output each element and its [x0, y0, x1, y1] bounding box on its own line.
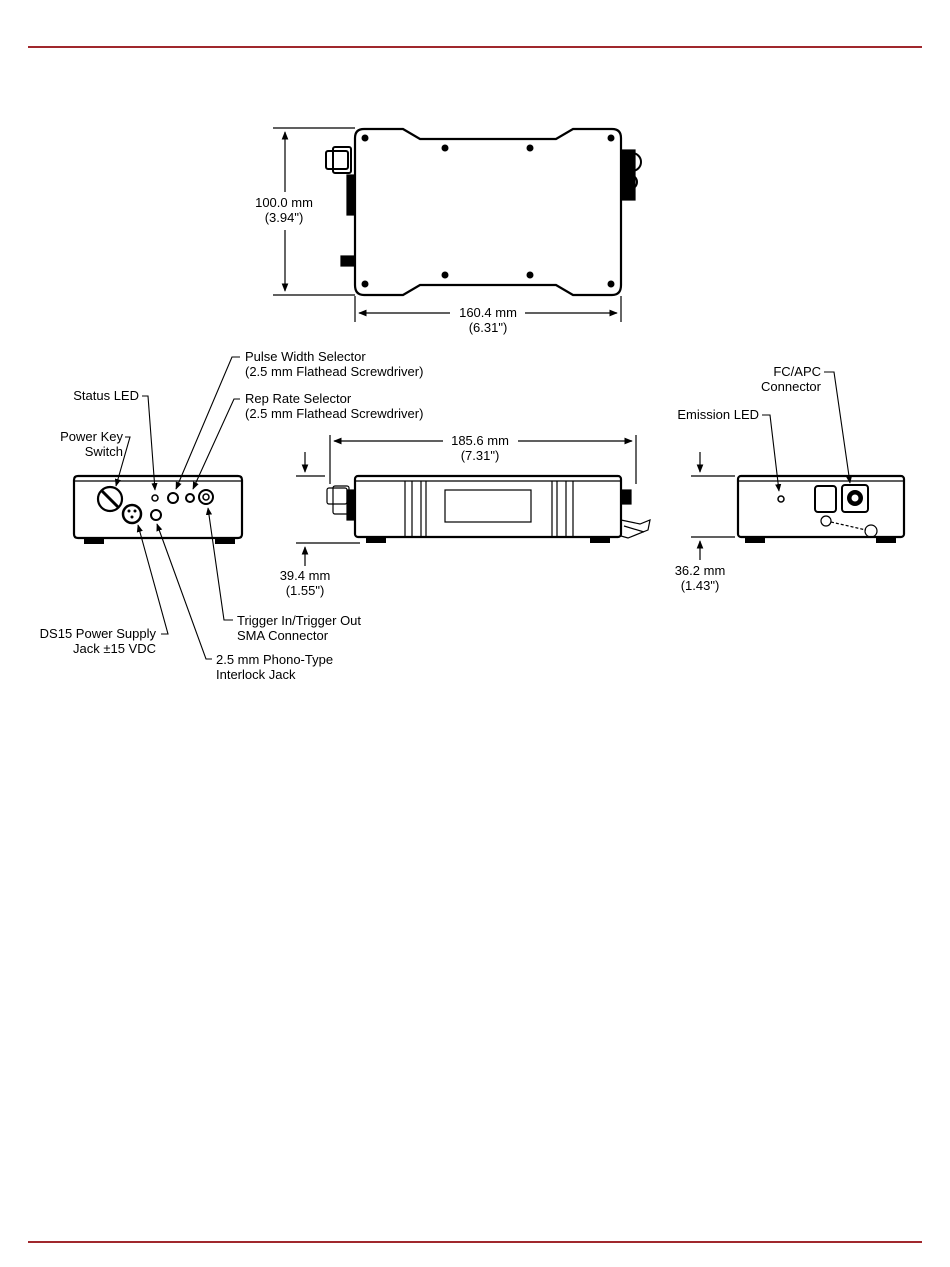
- side-view: 185.6 mm (7.31") 39.4 mm (1.55"): [280, 433, 651, 598]
- front-foot-left: [84, 538, 104, 544]
- rear-blank-plate: [814, 485, 837, 513]
- top-view: 100.0 mm (3.94") 160.4 mm (6.31"): [255, 127, 642, 335]
- front-view-housing: [72, 474, 244, 540]
- rep-rate-label-1: Rep Rate Selector: [245, 391, 352, 406]
- side-length-in: (7.31"): [461, 448, 500, 463]
- top-view-housing: [353, 127, 623, 297]
- top-width-in: (6.31"): [469, 320, 508, 335]
- side-view-housing: [353, 474, 623, 539]
- side-view-key: [326, 485, 356, 521]
- side-view-connector: [620, 489, 651, 539]
- side-height-in: (1.55"): [286, 583, 325, 598]
- power-key-label-2: Switch: [85, 444, 123, 459]
- header-rule: [28, 46, 922, 48]
- top-height-in: (3.94"): [265, 210, 304, 225]
- phono-label-2: Interlock Jack: [216, 667, 296, 682]
- power-key-switch-graphic: [96, 485, 124, 513]
- side-height-mm: 39.4 mm: [280, 568, 331, 583]
- sma-connector-graphic: [198, 489, 214, 505]
- rear-height-in: (1.43"): [681, 578, 720, 593]
- ds15-label-1: DS15 Power Supply: [40, 626, 157, 641]
- side-foot-right: [590, 537, 610, 543]
- front-view: Pulse Width Selector (2.5 mm Flathead Sc…: [40, 349, 424, 682]
- emission-led-graphic: [777, 495, 785, 503]
- side-view-ribs: [404, 481, 574, 537]
- status-led-graphic: [151, 494, 159, 502]
- side-foot-left: [366, 537, 386, 543]
- side-length-mm: 185.6 mm: [451, 433, 509, 448]
- rear-foot-left: [745, 537, 765, 543]
- ds15-jack-graphic: [121, 503, 143, 525]
- emission-led-label: Emission LED: [677, 407, 759, 422]
- fc-apc-label-1: FC/APC: [773, 364, 821, 379]
- rep-rate-graphic: [185, 493, 195, 503]
- phono-label-1: 2.5 mm Phono-Type: [216, 652, 333, 667]
- fc-apc-cap-graphic: [820, 515, 878, 538]
- rear-height-mm: 36.2 mm: [675, 563, 726, 578]
- fc-apc-label-2: Connector: [761, 379, 822, 394]
- footer-rule: [28, 1241, 922, 1243]
- top-view-connector: [620, 149, 642, 201]
- side-view-label-window: [444, 489, 532, 523]
- ds15-label-2: Jack ±15 VDC: [73, 641, 156, 656]
- top-view-screws: [361, 134, 615, 288]
- rep-rate-label-2: (2.5 mm Flathead Screwdriver): [245, 406, 423, 421]
- top-width-mm: 160.4 mm: [459, 305, 517, 320]
- top-view-key: [325, 146, 356, 267]
- trigger-label-1: Trigger In/Trigger Out: [237, 613, 361, 628]
- pulse-width-graphic: [167, 492, 179, 504]
- status-led-label: Status LED: [73, 388, 139, 403]
- front-foot-right: [215, 538, 235, 544]
- rear-view: FC/APC Connector Emission LED 36.2 mm (1…: [675, 364, 906, 593]
- interlock-jack-graphic: [150, 509, 162, 521]
- top-height-mm: 100.0 mm: [255, 195, 313, 210]
- pulse-width-label-1: Pulse Width Selector: [245, 349, 366, 364]
- pulse-width-label-2: (2.5 mm Flathead Screwdriver): [245, 364, 423, 379]
- rear-foot-right: [876, 537, 896, 543]
- power-key-label-1: Power Key: [60, 429, 123, 444]
- trigger-label-2: SMA Connector: [237, 628, 329, 643]
- fc-apc-connector-graphic: [841, 484, 869, 513]
